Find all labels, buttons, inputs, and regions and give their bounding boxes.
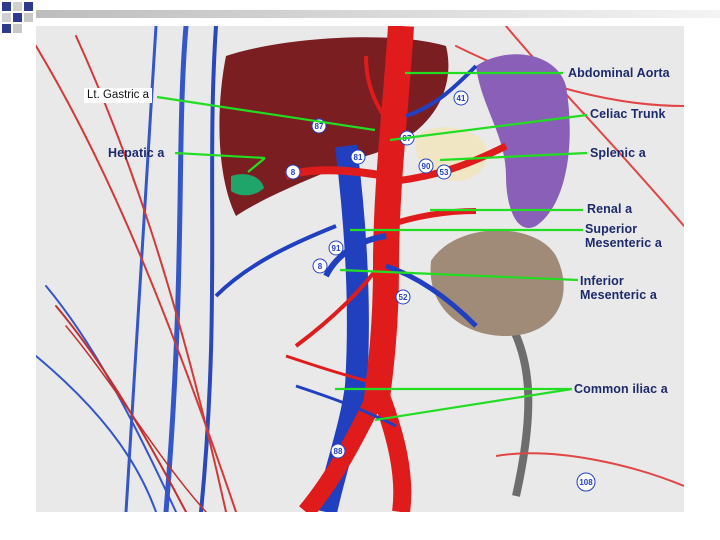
- label-inferior-mesenteric: Inferior Mesenteric a: [580, 274, 657, 302]
- corner-squares-decoration: [2, 2, 33, 33]
- label-lt-gastric: Lt. Gastric a: [84, 88, 152, 103]
- tag-6: 53: [440, 168, 449, 177]
- label-hepatic: Hepatic a: [108, 146, 165, 160]
- label-superior-mesenteric-line1: Superior: [585, 222, 638, 236]
- tag-8: 8: [318, 262, 323, 271]
- label-superior-mesenteric-line2: Mesenteric a: [585, 236, 662, 250]
- tag-5: 90: [422, 162, 431, 171]
- tag-3: 8: [291, 168, 296, 177]
- header-rule: [36, 10, 720, 18]
- label-abdominal-aorta: Abdominal Aorta: [568, 66, 670, 80]
- tag-11: 108: [579, 478, 593, 487]
- tag-9: 52: [399, 293, 408, 302]
- tag-4: 81: [354, 153, 363, 162]
- tag-2: 41: [457, 94, 466, 103]
- tag-7: 91: [332, 244, 341, 253]
- tag-10: 88: [334, 447, 343, 456]
- label-splenic: Splenic a: [590, 146, 646, 160]
- label-superior-mesenteric: Superior Mesenteric a: [585, 222, 662, 250]
- label-common-iliac: Common iliac a: [574, 382, 668, 396]
- label-celiac-trunk: Celiac Trunk: [590, 107, 666, 121]
- tag-1: 87: [315, 122, 324, 131]
- tag-12: 97: [403, 134, 412, 143]
- label-inferior-mesenteric-line1: Inferior: [580, 274, 624, 288]
- label-renal: Renal a: [587, 202, 633, 216]
- label-inferior-mesenteric-line2: Mesenteric a: [580, 288, 657, 302]
